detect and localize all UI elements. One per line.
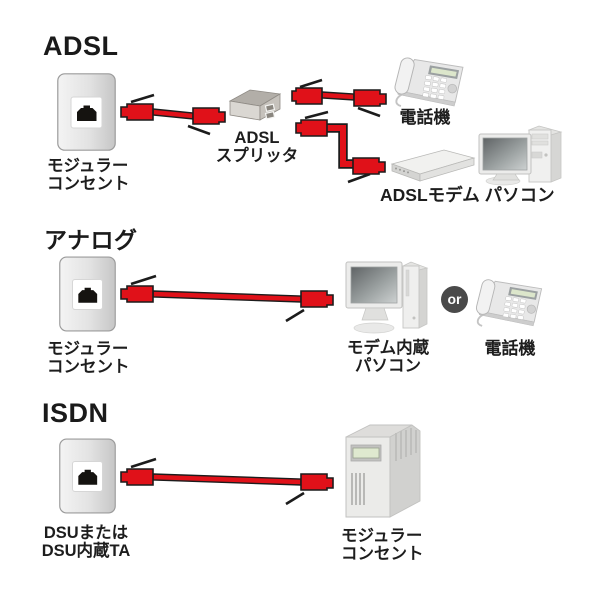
ta-label-line1: モジュラー xyxy=(341,527,423,545)
outlet-label-adsl: モジュラー コンセント xyxy=(47,157,130,193)
ta-unit-icon xyxy=(345,424,421,518)
rj11-cable-icon-adsl-1 xyxy=(120,93,226,136)
telephone-label-analog: 電話機 xyxy=(484,339,536,358)
splitter-label-line1: ADSL xyxy=(234,129,280,147)
outlet-label-isdn-line2: DSU内蔵TA xyxy=(41,542,131,560)
ta-label: モジュラー コンセント xyxy=(341,527,424,563)
outlet-label-analog-line2: コンセント xyxy=(47,358,130,376)
rj11-cable-icon-analog xyxy=(120,274,334,323)
modular-outlet-icon-analog xyxy=(59,256,116,332)
or-badge: or xyxy=(441,286,468,313)
telephone-label-adsl: 電話機 xyxy=(399,108,451,127)
ta-label-line2: コンセント xyxy=(341,545,424,563)
modem-pc-label: ADSLモデム パソコン xyxy=(380,185,555,205)
pc-label-analog-line1: モデム内蔵 xyxy=(346,339,430,357)
outlet-label-isdn: DSUまたは DSU内蔵TA xyxy=(28,524,144,560)
section-title-adsl: ADSL xyxy=(43,31,119,61)
rj11-cable-icon-isdn xyxy=(120,457,334,506)
outlet-label-adsl-line1: モジュラー xyxy=(47,157,129,175)
outlet-label-analog-line1: モジュラー xyxy=(47,340,129,358)
section-title-isdn: ISDN xyxy=(42,398,109,428)
adsl-modem-icon xyxy=(390,149,476,182)
section-title-analog: アナログ xyxy=(44,227,138,253)
splitter-label-line2: スプリッタ xyxy=(215,147,299,165)
rj11-cable-icon-adsl-phone xyxy=(291,78,387,118)
splitter-label: ADSL スプリッタ xyxy=(212,129,302,165)
rj11-cable-icon-adsl-modem xyxy=(295,110,386,184)
builtin-modem-pc-icon xyxy=(345,261,429,334)
modular-outlet-icon-adsl xyxy=(57,73,116,151)
outlet-label-adsl-line2: コンセント xyxy=(47,175,130,193)
telephone-icon-adsl xyxy=(394,57,464,107)
adsl-splitter-icon xyxy=(228,89,282,121)
pc-label-analog-line2: パソコン xyxy=(355,357,421,375)
telephone-icon-analog xyxy=(475,279,543,327)
pc-label-analog: モデム内蔵 パソコン xyxy=(338,339,438,375)
desktop-pc-icon-adsl xyxy=(478,125,563,186)
modular-outlet-icon-isdn xyxy=(59,438,116,514)
outlet-label-isdn-line1: DSUまたは xyxy=(43,524,129,542)
outlet-label-analog: モジュラー コンセント xyxy=(47,340,130,376)
